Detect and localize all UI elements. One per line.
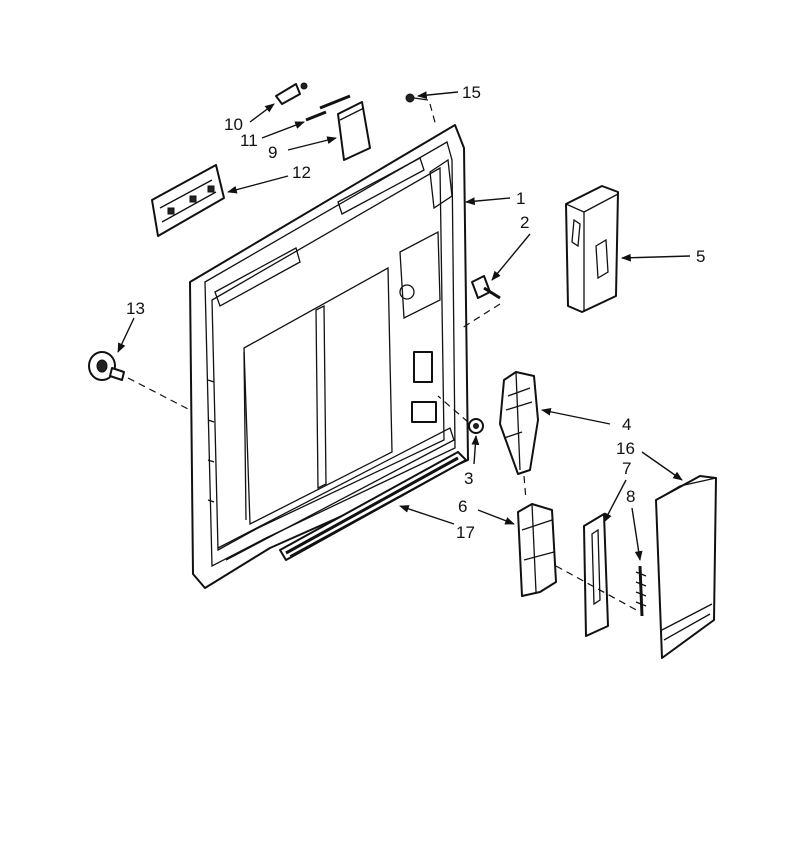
- part-4-latch: [499, 371, 539, 475]
- part-6-slider: [517, 475, 557, 597]
- callout-5: 5: [696, 247, 705, 266]
- callout-labels: 1 2 3 4 5 6 7 8 9 10 11 12 13 15 16 17: [126, 83, 705, 542]
- callout-11: 11: [240, 131, 258, 150]
- part-13-knob: [88, 351, 191, 411]
- part-10-clip: [275, 82, 308, 105]
- callout-16: 16: [616, 439, 635, 458]
- callout-9: 9: [268, 143, 277, 162]
- part-5-switch-housing: [565, 185, 619, 313]
- part-3-nut: [437, 395, 484, 434]
- callout-1: 1: [516, 189, 525, 208]
- callout-15: 15: [462, 83, 481, 102]
- leader-lines: [117, 91, 691, 561]
- part-7-strike: [555, 513, 641, 637]
- callout-8: 8: [626, 487, 635, 506]
- part-17-vent-strip: [279, 451, 467, 561]
- part-8-spring: [635, 565, 647, 617]
- part-9-cover: [337, 101, 371, 161]
- callout-3: 3: [464, 469, 473, 488]
- callout-2: 2: [520, 213, 529, 232]
- callout-6: 6: [458, 497, 467, 516]
- part-11-pin: [305, 94, 351, 122]
- callout-17: 17: [456, 523, 475, 542]
- callout-10: 10: [224, 115, 243, 134]
- callout-13: 13: [126, 299, 145, 318]
- part-2-screw: [461, 275, 501, 329]
- part-12-bracket: [151, 164, 225, 237]
- callout-12: 12: [292, 163, 311, 182]
- callout-4: 4: [622, 415, 631, 434]
- part-15-screw: [405, 93, 437, 127]
- part-16-side-panel: [655, 475, 717, 659]
- part-1-inner-door-panel: [189, 124, 469, 589]
- callout-7: 7: [622, 459, 631, 478]
